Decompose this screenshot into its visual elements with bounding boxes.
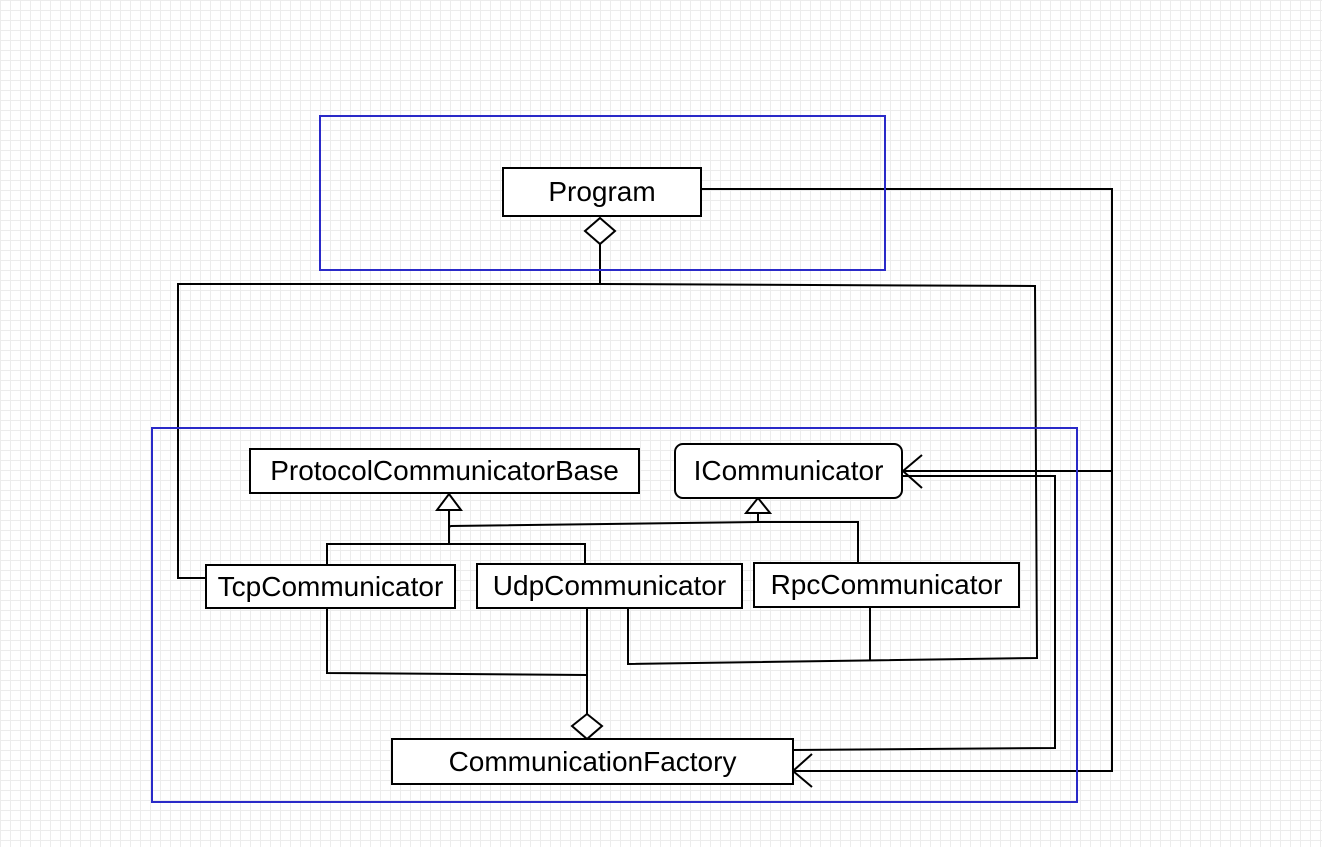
communication-package xyxy=(151,427,1078,803)
factory-to-icommunicator-line xyxy=(792,475,1056,751)
communication-factory-class[interactable]: CommunicationFactory xyxy=(391,738,794,785)
rpc-communicator-class[interactable]: RpcCommunicator xyxy=(753,562,1020,608)
program-association-line xyxy=(701,188,1113,772)
tcp-udp-inheritance-bus xyxy=(326,543,586,565)
icommunicator-arrowhead-top xyxy=(901,454,923,489)
tcp-to-factory-line xyxy=(326,608,588,676)
program-to-right-bus-line xyxy=(599,283,1039,666)
realization-bus xyxy=(448,521,859,563)
program-to-tcp-line xyxy=(177,283,600,579)
udp-communicator-class[interactable]: UdpCommunicator xyxy=(476,563,743,609)
program-class[interactable]: Program xyxy=(502,167,702,217)
protocol-communicator-base-class[interactable]: ProtocolCommunicatorBase xyxy=(249,448,640,494)
icommunicator-interface[interactable]: ICommunicator xyxy=(674,443,903,499)
tcp-communicator-class[interactable]: TcpCommunicator xyxy=(205,564,456,609)
program-package xyxy=(319,115,886,271)
